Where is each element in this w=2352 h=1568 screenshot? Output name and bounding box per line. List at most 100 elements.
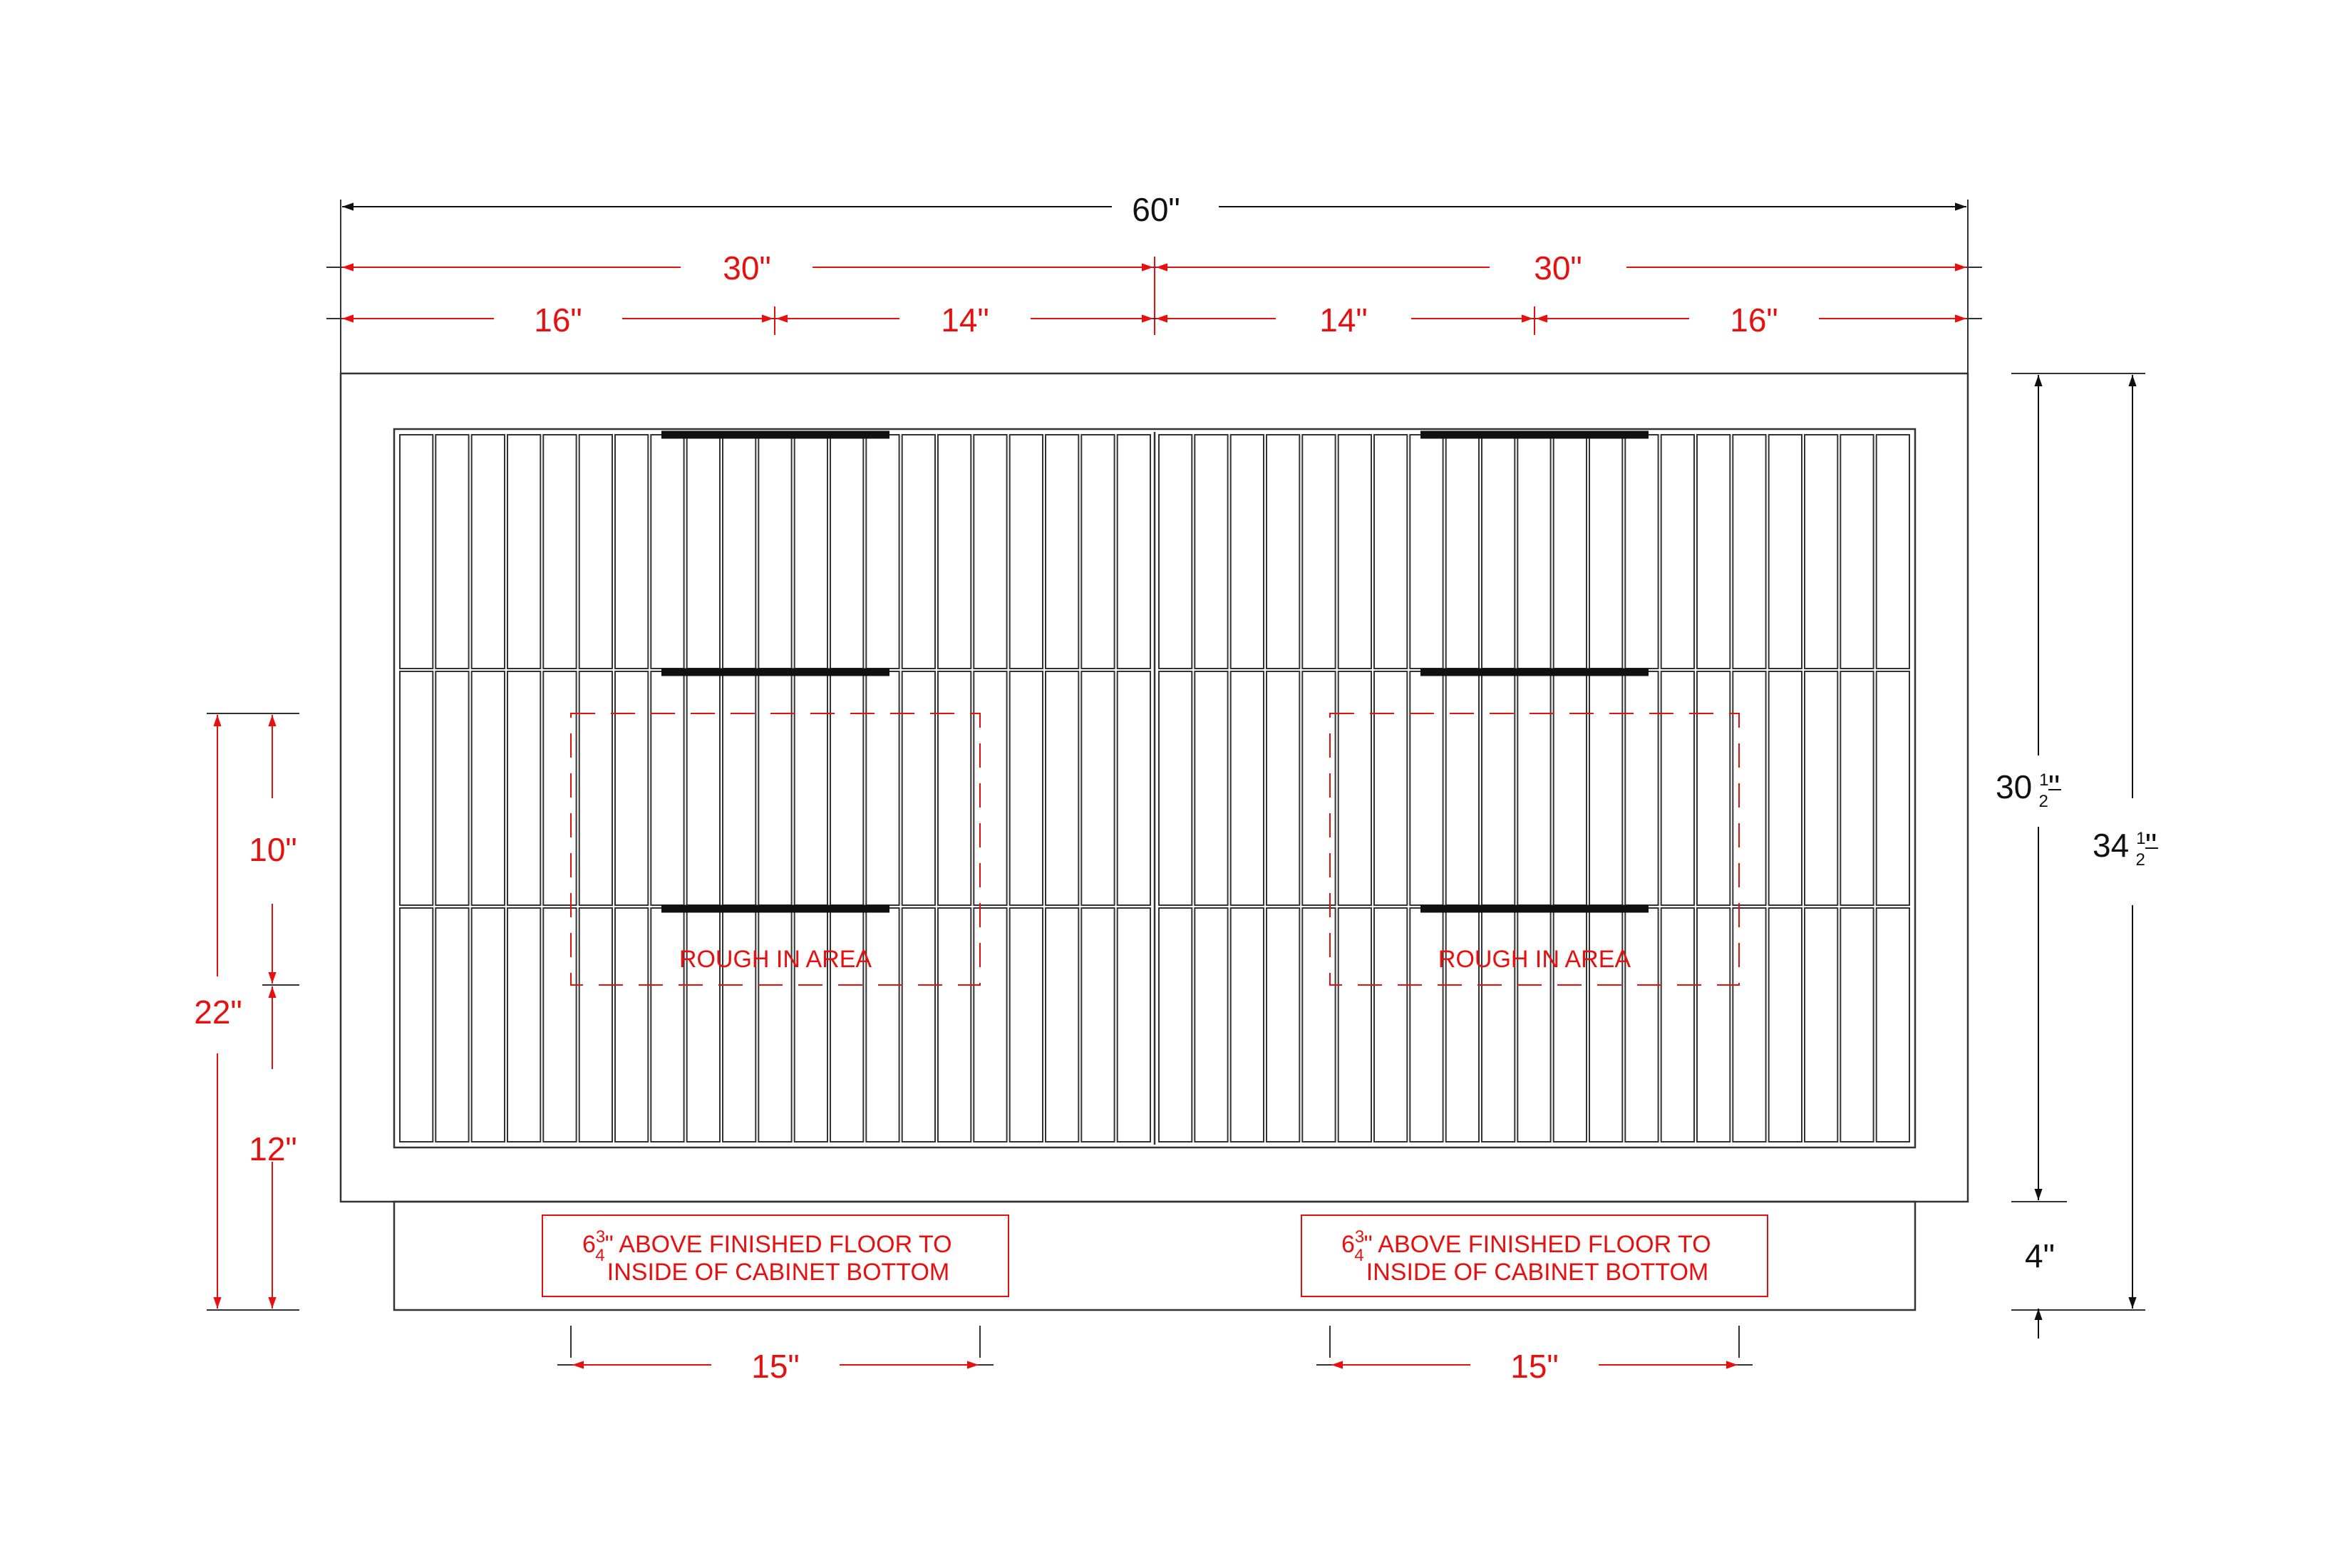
slat-79 [1732,434,1767,669]
note-line2-right: INSIDE OF CABINET BOTTOM [1366,1259,1708,1286]
slat-8 [686,434,721,669]
dim-cabinet-height-whole: 30 [1996,768,2032,805]
slat-6 [614,434,649,669]
slat-91 [1409,671,1444,906]
slat-52 [758,907,793,1143]
slat-94 [1517,671,1552,906]
slat-39 [1045,671,1080,906]
rough-in-label-left: ROUGH IN AREA [679,946,872,973]
slat-71 [1445,434,1480,669]
slat-72 [1481,434,1516,669]
slat-67 [1301,434,1336,669]
slat-15 [937,434,972,669]
slat-115 [1517,907,1552,1143]
dim-seg-3: 14" [1319,301,1368,339]
slat-110 [1337,907,1372,1143]
slat-117 [1589,907,1624,1143]
dim-half-left: 30" [723,249,771,287]
note-box-left [542,1214,1009,1297]
slat-63 [1158,434,1193,669]
slat-81 [1804,434,1839,669]
slat-21 [399,671,434,906]
dim-cabinet-height-unit: " [2048,768,2060,805]
slat-40 [1080,671,1115,906]
slat-76 [1624,434,1659,669]
slat-7 [650,434,685,669]
slat-77 [1660,434,1695,669]
slat-92 [1445,671,1480,906]
rough-in-area-right [1329,713,1740,986]
slat-2 [470,434,506,669]
slat-121 [1732,907,1767,1143]
slat-118 [1624,907,1659,1143]
slat-120 [1696,907,1731,1143]
slat-86 [1229,671,1264,906]
slat-0 [399,434,434,669]
slat-66 [1266,434,1301,669]
slat-123 [1804,907,1839,1143]
slat-25 [542,671,577,906]
slat-119 [1660,907,1695,1143]
slat-106 [1194,907,1229,1143]
note-whole-right: 6 [1341,1231,1355,1258]
slat-38 [1009,671,1043,906]
right-height-dimensions [2011,373,2145,1339]
dim-overall-width: 60" [1132,191,1180,228]
slat-35 [901,671,936,906]
slat-124 [1840,907,1874,1143]
slat-3 [507,434,542,669]
slat-37 [973,671,1008,906]
slat-47 [578,907,614,1143]
slat-44 [470,907,506,1143]
slat-107 [1229,907,1264,1143]
slat-grid [399,434,1910,1143]
slat-97 [1624,671,1659,906]
slat-88 [1301,671,1336,906]
slat-13 [865,434,900,669]
slat-58 [973,907,1008,1143]
slat-55 [865,907,900,1143]
slat-73 [1517,434,1552,669]
slat-96 [1589,671,1624,906]
slat-34 [865,671,900,906]
rough-in-label-right: ROUGH IN AREA [1438,946,1631,973]
slat-114 [1481,907,1516,1143]
slat-103 [1840,671,1874,906]
slat-82 [1840,434,1874,669]
slat-51 [722,907,757,1143]
slat-64 [1194,434,1229,669]
slat-10 [758,434,793,669]
slat-4 [542,434,577,669]
dim-total-height-whole: 34 [2093,827,2129,864]
note-box-right [1301,1214,1768,1297]
dim-total-height-den: 2 [2136,850,2145,870]
slat-105 [1158,907,1193,1143]
slat-113 [1445,907,1480,1143]
slat-93 [1481,671,1516,906]
rough-in-areas [570,713,1740,986]
cabinet [339,372,1969,1311]
slat-90 [1373,671,1408,906]
drawer-pull-bars [661,430,1649,913]
slat-1 [435,434,470,669]
slat-54 [830,907,865,1143]
slat-31 [758,671,793,906]
slat-48 [614,907,649,1143]
slat-5 [578,434,614,669]
note-line1-right: " ABOVE FINISHED FLOOR TO [1364,1231,1711,1258]
note-line1-left: " ABOVE FINISHED FLOOR TO [605,1231,952,1258]
slat-112 [1409,907,1444,1143]
slat-109 [1301,907,1336,1143]
slat-14 [901,434,936,669]
slat-32 [793,671,828,906]
slat-122 [1768,907,1802,1143]
slat-33 [830,671,865,906]
rough-in-area-left [570,713,981,986]
slat-59 [1009,907,1043,1143]
door-panel-frame [393,428,1917,1149]
dim-half-right: 30" [1534,249,1582,287]
